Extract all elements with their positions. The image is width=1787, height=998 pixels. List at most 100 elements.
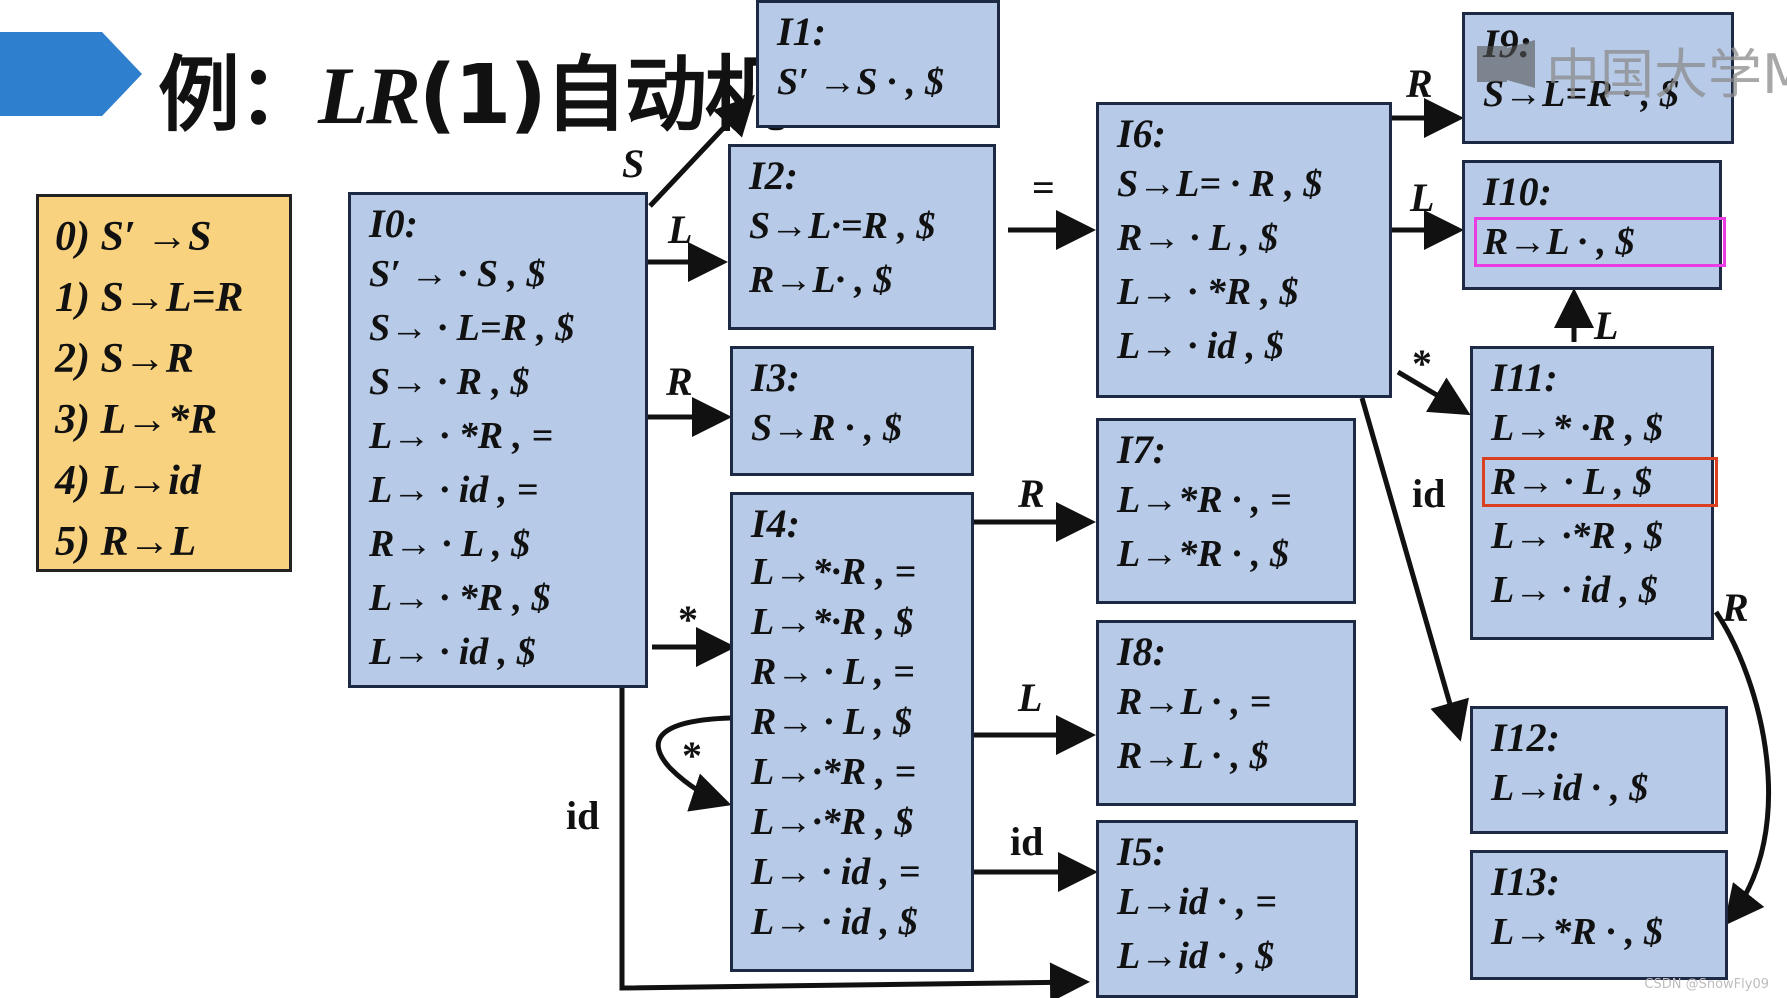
- state-label: I10:: [1483, 169, 1552, 214]
- state-I3: I3: S→R · , $: [730, 346, 974, 476]
- edge-label-id-I12: id: [1412, 471, 1446, 516]
- state-label: I0:: [369, 201, 418, 246]
- state-I10: I10: R→L · , $: [1462, 160, 1726, 290]
- edge-label-S: S: [622, 141, 645, 186]
- lr-item: L→ ·*R , $: [1491, 515, 1664, 557]
- highlighted-item: R→L · , $: [1474, 217, 1726, 267]
- lr-item-wrap: R→ · L , $: [1482, 455, 1718, 509]
- state-I4: I4: L→*·R , = L→*·R , $ R→ · L , = R→ · …: [730, 492, 974, 972]
- lr-item: L→ · id , =: [369, 469, 539, 511]
- lr-item: L→id · , =: [1117, 881, 1277, 923]
- state-label: I2:: [749, 153, 798, 198]
- state-I6: I6: S→L= · R , $ R→ · L , $ L→ · *R , $ …: [1096, 102, 1392, 398]
- production-1: 1) S→L=R: [55, 275, 244, 321]
- state-label: I13:: [1491, 859, 1560, 904]
- production-4: 4) L→id: [55, 458, 201, 504]
- edge-I0-I1: [648, 94, 755, 208]
- state-I13: I13: L→*R · , $: [1470, 850, 1728, 980]
- state-I5: I5: L→id · , = L→id · , $: [1096, 820, 1358, 998]
- edge-label-R-I13: R: [1722, 585, 1749, 630]
- production-3: 3) L→*R: [55, 397, 218, 443]
- production-2: 2) S→R: [55, 336, 194, 382]
- lr-item: L→id · , $: [1117, 935, 1275, 977]
- lr-item-wrap: R→L · , $: [1474, 215, 1726, 269]
- state-label: I12:: [1491, 715, 1560, 760]
- credit-text: CSDN @SnowFly09: [1644, 977, 1769, 992]
- state-label: I6:: [1117, 111, 1166, 156]
- lr-item: R→ · L , $: [1117, 217, 1279, 259]
- lr-item: R→L · , =: [1117, 681, 1272, 723]
- lr-item: L→·*R , =: [751, 751, 917, 793]
- highlighted-item: R→ · L , $: [1482, 457, 1718, 507]
- state-I11: I11: L→* ·R , $ R→ · L , $ L→ ·*R , $ L→…: [1470, 346, 1718, 640]
- lr-item: L→ · id , $: [369, 631, 536, 673]
- production-5: 5) R→L: [55, 519, 197, 565]
- lr-item: R→ · L , =: [751, 651, 915, 693]
- state-label: I8:: [1117, 629, 1166, 674]
- edge-I4-I4-loop: [655, 715, 732, 812]
- lr-item: L→·*R , $: [751, 801, 914, 843]
- watermark-text: 中国大学M: [1546, 43, 1787, 106]
- lr-item: S′ → · S , $: [369, 253, 546, 295]
- lr-item: L→*R · , =: [1117, 479, 1292, 521]
- lr-item: R→ · L , $: [369, 523, 531, 565]
- state-label: I11:: [1491, 355, 1558, 400]
- lr-item: L→ · *R , $: [369, 577, 551, 619]
- state-I12: I12: L→id · , $: [1470, 706, 1728, 834]
- edge-I6-I12: [1359, 397, 1469, 742]
- edge-I11-I13: [1713, 610, 1771, 926]
- production-0: 0) S′ →S: [55, 214, 212, 260]
- lr-item: S→ · R , $: [369, 361, 530, 403]
- lr-item: L→ · id , $: [1117, 325, 1284, 367]
- lr-item: L→* ·R , $: [1491, 407, 1664, 449]
- lr-item: S→ · L=R , $: [369, 307, 575, 349]
- edge-label-star-I11: *: [1412, 341, 1432, 386]
- edge-I0-I5: [619, 688, 1090, 998]
- edge-label-L-I10: L: [1410, 175, 1435, 220]
- state-label: I3:: [751, 355, 800, 400]
- edge-label-id-I5: id: [566, 793, 600, 838]
- state-label: I4:: [751, 501, 800, 546]
- lr-item: S→L·=R , $: [749, 205, 936, 247]
- edge-label-R-I3: R: [666, 359, 693, 404]
- state-I8: I8: R→L · , = R→L · , $: [1096, 620, 1356, 806]
- title-arrow-shape: [0, 32, 142, 116]
- edge-label-L-I8: L: [1018, 675, 1043, 720]
- state-I2: I2: S→L·=R , $ R→L· , $: [728, 144, 996, 330]
- lr-item: L→ · id , $: [751, 901, 918, 943]
- state-I0: I0: S′ → · S , $ S→ · L=R , $ S→ · R , $…: [348, 192, 648, 688]
- lr-item: L→ · *R , =: [369, 415, 554, 457]
- lr-item: R→ · L , $: [751, 701, 913, 743]
- state-label: I5:: [1117, 829, 1166, 874]
- lr-item: S→L= · R , $: [1117, 163, 1323, 205]
- edge-label-R-I7: R: [1018, 471, 1045, 516]
- watermark-logo: [1477, 40, 1535, 88]
- lr-item: S′ →S · , $: [777, 61, 944, 103]
- lr-item: L→id · , $: [1491, 767, 1649, 809]
- edge-label-star-I4: *: [678, 597, 698, 642]
- lr-item: L→*R · , $: [1491, 911, 1664, 953]
- state-label: I1:: [777, 9, 826, 54]
- edge-label-L-I2: L: [668, 207, 693, 252]
- edge-label-R-I9: R: [1406, 61, 1433, 106]
- state-I1: I1: S′ →S · , $: [756, 0, 1000, 128]
- lr-item: L→*R · , $: [1117, 533, 1290, 575]
- lr-item: L→ · *R , $: [1117, 271, 1299, 313]
- lr-item: R→L· , $: [749, 259, 893, 301]
- edge-label-eq: =: [1032, 165, 1055, 210]
- edge-label-L-I11: L: [1594, 303, 1619, 348]
- edge-label-id-I5b: id: [1010, 819, 1044, 864]
- edge-I6-I11: [1396, 369, 1471, 416]
- lr-item: L→*·R , $: [751, 601, 914, 643]
- lr-item: L→ · id , $: [1491, 569, 1658, 611]
- edge-label-star-loop: *: [682, 733, 702, 778]
- grammar-productions: 0) S′ →S 1) S→L=R 2) S→R 3) L→*R 4) L→id…: [36, 194, 292, 572]
- lr-item: L→ · id , =: [751, 851, 921, 893]
- lr-item: S→R · , $: [751, 407, 902, 449]
- lr-item: R→L · , $: [1117, 735, 1269, 777]
- state-I7: I7: L→*R · , = L→*R · , $: [1096, 418, 1356, 604]
- state-label: I7:: [1117, 427, 1166, 472]
- lr-item: L→*·R , =: [751, 551, 917, 593]
